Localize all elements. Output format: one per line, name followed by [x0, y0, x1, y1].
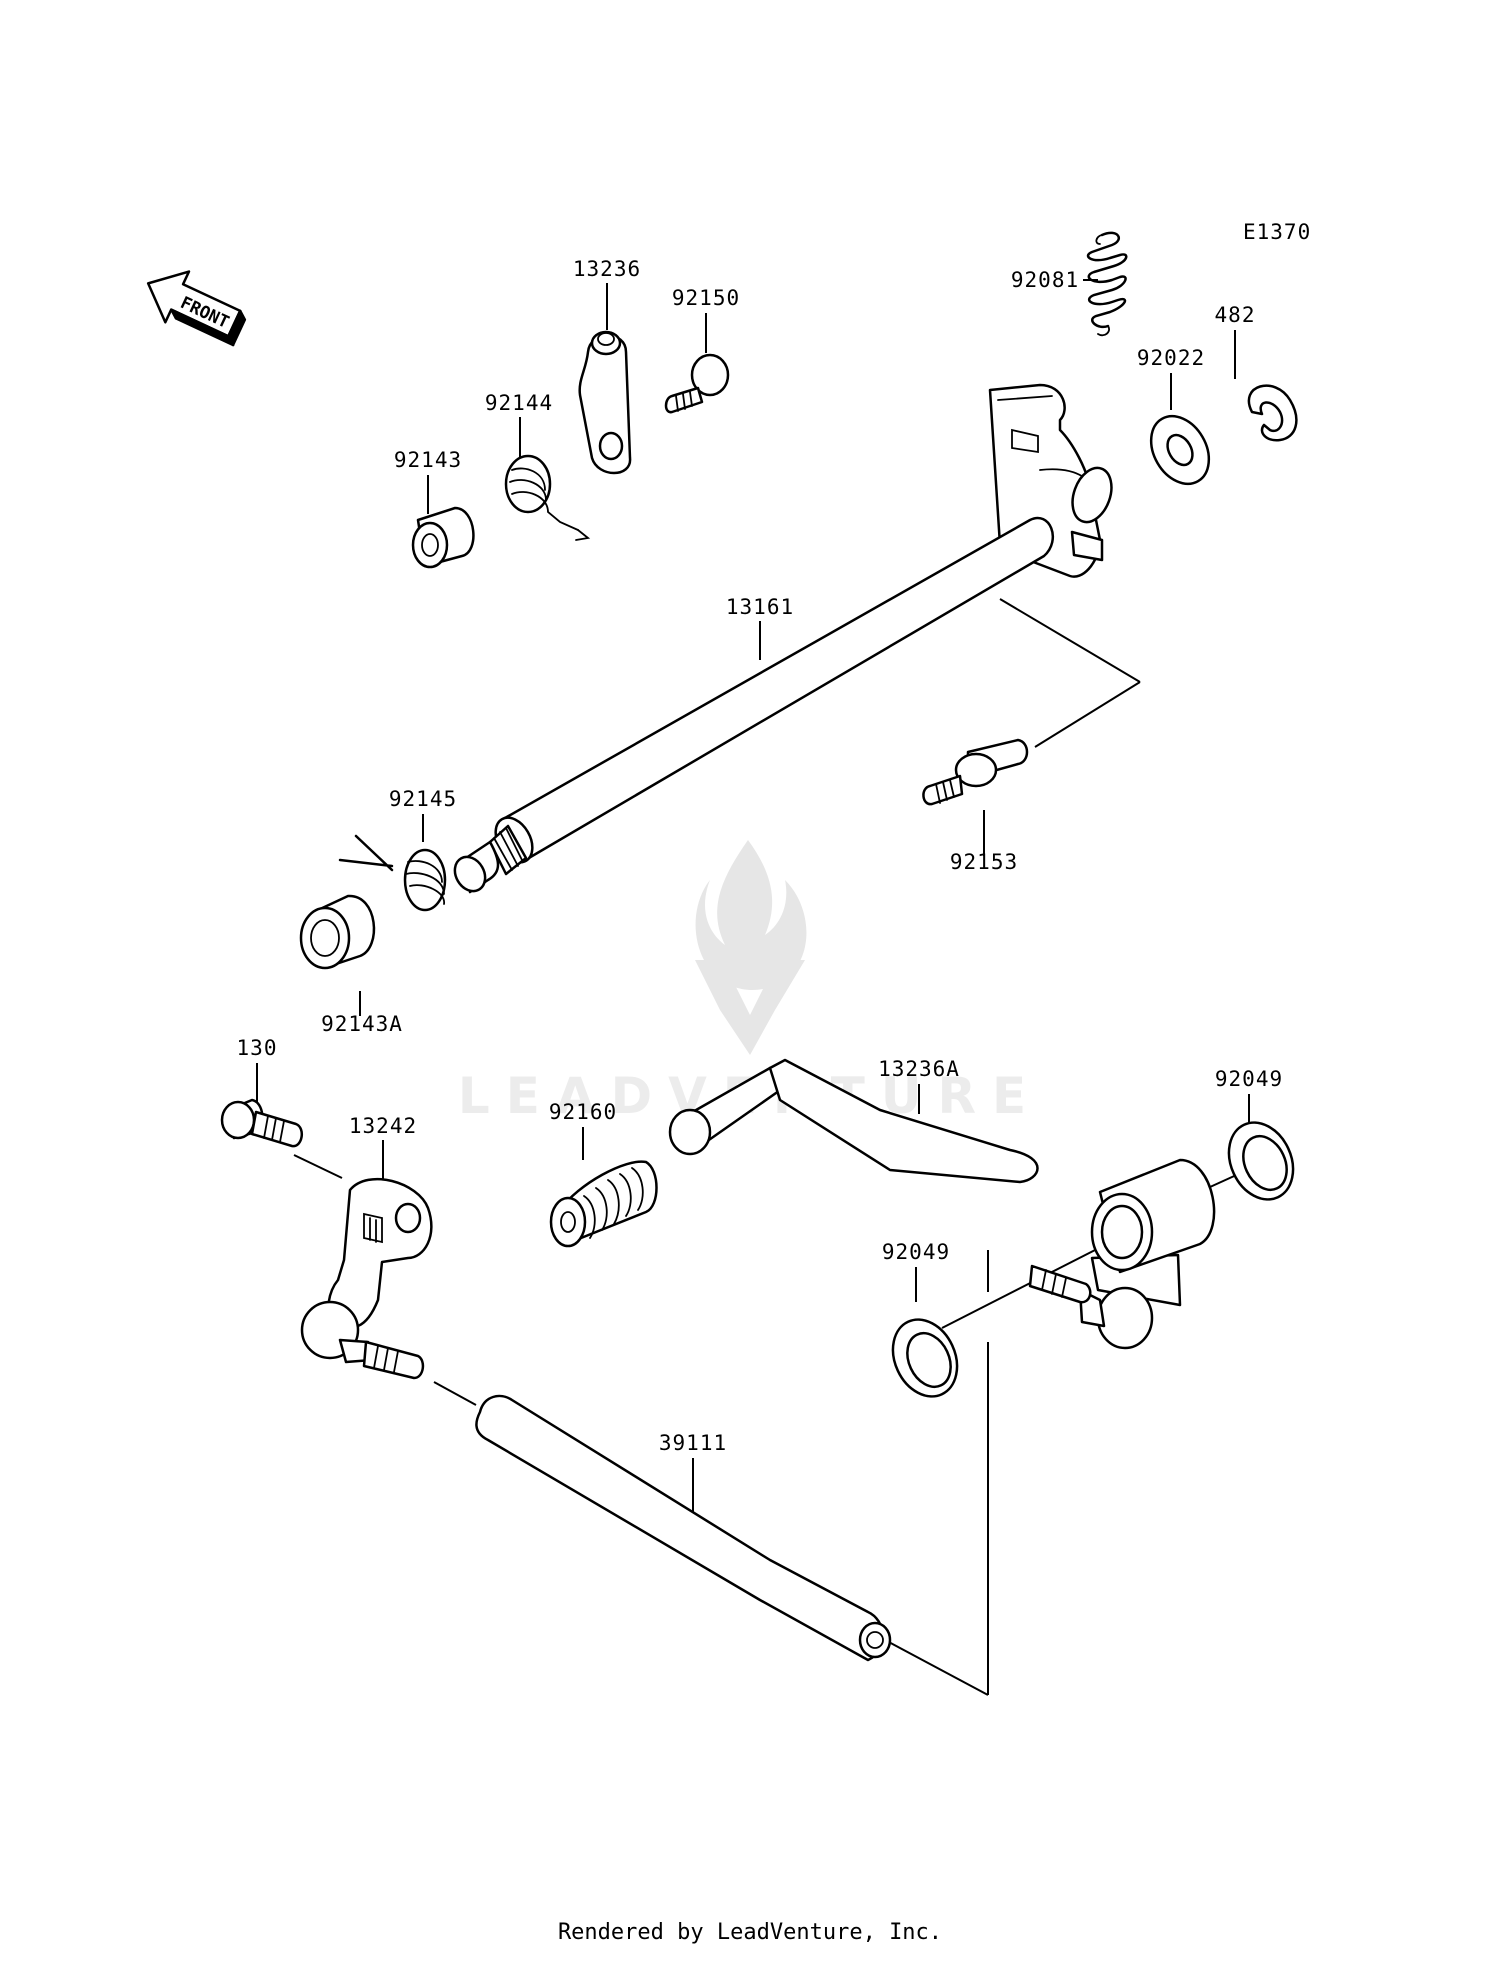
part-39111-tie-rod: [475, 1394, 892, 1662]
label-92145: 92145: [389, 787, 457, 811]
label-92049-right: 92049: [1215, 1067, 1283, 1091]
leadventure-watermark-logo: [695, 840, 807, 1055]
label-482: 482: [1215, 303, 1256, 327]
label-92022: 92022: [1137, 346, 1205, 370]
label-39111: 39111: [659, 1431, 727, 1455]
part-92150-bolt: [664, 353, 730, 414]
part-92049-seal-left: [891, 1318, 959, 1398]
label-92144: 92144: [485, 391, 553, 415]
label-92143A: 92143A: [321, 1012, 403, 1036]
label-13242: 13242: [349, 1114, 417, 1138]
label-92081: 92081: [1011, 268, 1079, 292]
part-13242-shift-lever: [300, 1177, 433, 1380]
label-92143: 92143: [394, 448, 462, 472]
front-arrow-icon: FRONT: [146, 270, 247, 347]
label-92049-left: 92049: [882, 1240, 950, 1264]
leader-lines: [256, 279, 1250, 1696]
label-92150: 92150: [672, 286, 740, 310]
part-92143A-collar: [299, 894, 376, 970]
label-92153: 92153: [950, 850, 1018, 874]
part-92145-spring: [338, 834, 447, 912]
part-92144-spring: [504, 454, 591, 541]
part-92081-spring: [1086, 231, 1128, 337]
part-13236A-shift-pedal: [668, 1058, 1216, 1350]
diagram-code: E1370: [1243, 220, 1311, 244]
part-482-circlip: [1247, 384, 1298, 442]
part-13161-shift-shaft: [453, 383, 1113, 894]
label-13161: 13161: [726, 595, 794, 619]
part-92022-washer: [1149, 414, 1211, 486]
part-92153-pin: [922, 738, 1029, 806]
part-92160-pedal-rubber: [549, 1160, 658, 1248]
part-13236-shift-arm: [578, 330, 632, 475]
label-130: 130: [237, 1036, 278, 1060]
part-92143-collar: [411, 506, 475, 569]
label-13236A: 13236A: [878, 1057, 960, 1081]
footer-credit: Rendered by LeadVenture, Inc.: [557, 1920, 943, 1945]
label-13236: 13236: [573, 257, 641, 281]
label-92160: 92160: [549, 1100, 617, 1124]
part-92049-seal-right: [1227, 1121, 1295, 1201]
part-130-bolt: [220, 1098, 304, 1148]
